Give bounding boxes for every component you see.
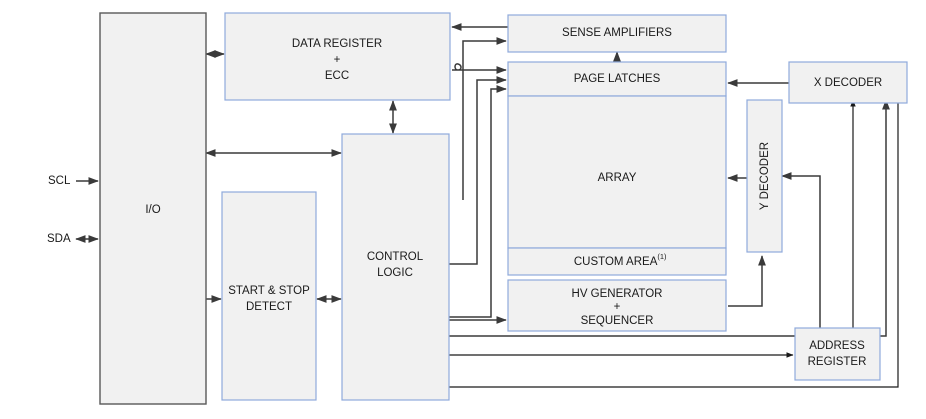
block-hv-generator[interactable]: HV GENERATOR + SEQUENCER: [507, 279, 727, 332]
block-address-register-label-line1: ADDRESS: [809, 340, 865, 352]
block-array-label: ARRAY: [598, 172, 637, 184]
block-x-decoder[interactable]: X DECODER: [788, 61, 908, 104]
block-page-latches-label: PAGE LATCHES: [574, 73, 661, 85]
block-y-decoder-label: Y DECODER: [759, 142, 771, 210]
signal-label-sda: SDA: [47, 233, 71, 245]
block-control-logic-label-line1: CONTROL: [367, 251, 424, 263]
svg-text:SDA: SDA: [47, 233, 71, 245]
signal-label-scl: SCL: [48, 175, 71, 187]
block-io-label: I/O: [145, 204, 160, 216]
block-address-register[interactable]: ADDRESS REGISTER: [794, 327, 881, 381]
block-page-latches[interactable]: PAGE LATCHES: [507, 61, 727, 97]
block-sense-amplifiers-label: SENSE AMPLIFIERS: [562, 27, 672, 39]
block-start-stop-detect-label-line2: DETECT: [246, 301, 292, 313]
block-start-stop-detect-label-line1: START & STOP: [228, 285, 310, 297]
block-hv-generator-label-line3: SEQUENCER: [581, 315, 654, 327]
block-address-register-label-line2: REGISTER: [808, 356, 867, 368]
block-custom-area[interactable]: CUSTOM AREA(1): [507, 247, 727, 276]
svg-text:CUSTOM AREA(1): CUSTOM AREA(1): [539, 252, 696, 268]
wire-control-logic-to-page-latches-b: [449, 85, 507, 318]
wire-address-register-to-y-decoder-a: [781, 172, 821, 328]
block-custom-area-label: CUSTOM AREA: [574, 256, 658, 268]
wire-control-logic-to-page-latches-a: [449, 76, 507, 265]
block-x-decoder-label: X DECODER: [814, 77, 882, 89]
block-custom-area-footnote: (1): [657, 252, 667, 261]
block-sense-amplifiers[interactable]: SENSE AMPLIFIERS: [507, 14, 727, 53]
block-control-logic[interactable]: CONTROL LOGIC: [341, 133, 450, 401]
block-hv-generator-label-line2: +: [614, 301, 621, 313]
wire-hv-generator-to-y-decoder: [728, 255, 766, 307]
block-io[interactable]: I/O: [99, 12, 207, 405]
wire-control-logic-to-sense-amplifiers: [462, 37, 507, 200]
block-array[interactable]: ARRAY: [507, 95, 727, 249]
block-control-logic-label-line2: LOGIC: [377, 267, 413, 279]
wire-data-register-to-page-latches: [452, 63, 507, 74]
block-array-group: PAGE LATCHES ARRAY CUSTOM AREA(1): [507, 61, 727, 276]
block-hv-generator-label-line1: HV GENERATOR: [572, 288, 663, 300]
block-data-register[interactable]: DATA REGISTER + ECC: [224, 12, 451, 101]
block-data-register-label-line2: +: [334, 54, 341, 66]
block-start-stop-detect[interactable]: START & STOP DETECT: [221, 191, 317, 401]
block-data-register-label-line1: DATA REGISTER: [292, 38, 382, 50]
block-y-decoder[interactable]: Y DECODER: [746, 99, 783, 253]
wire-control-logic-bus-1: [449, 99, 890, 337]
block-data-register-label-line3: ECC: [325, 70, 349, 82]
wire-control-logic-bus-2: [449, 95, 899, 388]
svg-text:SCL: SCL: [48, 175, 71, 187]
